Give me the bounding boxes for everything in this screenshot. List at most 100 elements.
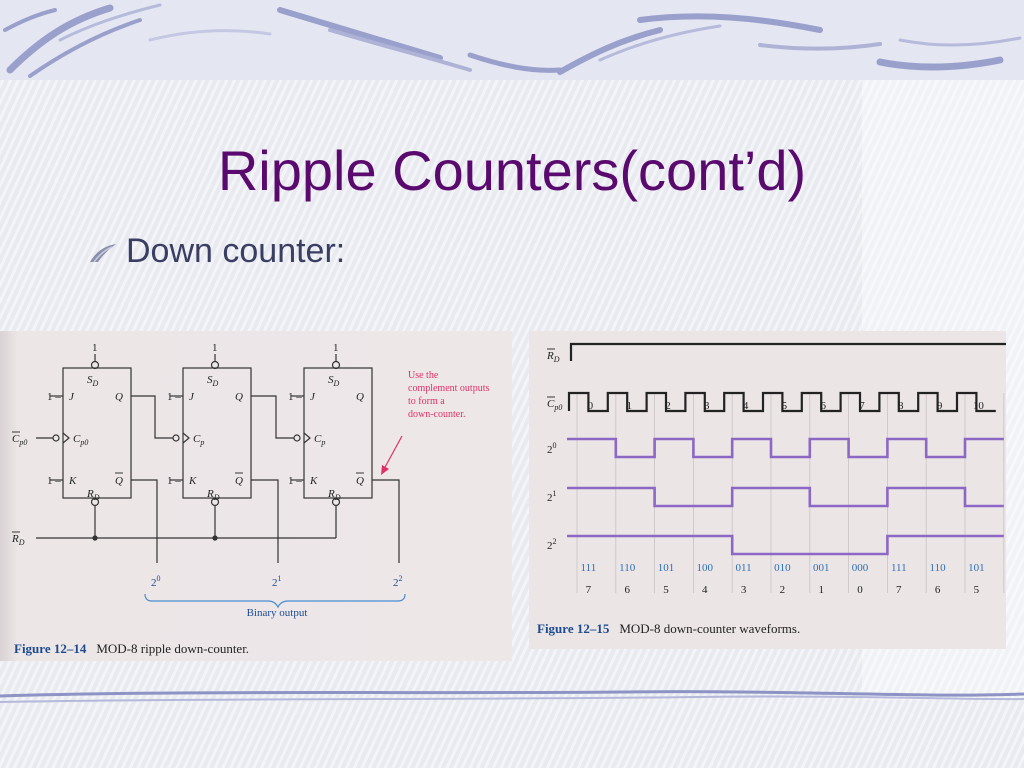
caption-number: Figure 12–14 [14, 641, 87, 656]
annotation-text: to form a [408, 396, 445, 407]
state-value: 4 [702, 584, 708, 596]
preset-level-label: 1 [92, 342, 98, 354]
output-waveform-q2 [567, 534, 1004, 556]
j-level-label: 1 – [288, 391, 302, 403]
pulse-number: 1 [626, 400, 632, 412]
k-level-label: 1 – [167, 475, 181, 487]
output-waveform-q1 [567, 486, 1004, 508]
reset-waveform [569, 342, 1016, 361]
state-value: 6 [624, 584, 630, 596]
preset-bubble [210, 360, 220, 370]
state-code: 101 [968, 562, 985, 574]
state-code: 110 [930, 562, 947, 574]
reset-bubble [331, 497, 341, 507]
signal-label: 21 [547, 489, 557, 504]
top-decoration [0, 0, 1024, 80]
signal-label: 20 [547, 441, 557, 456]
signal-label: 22 [547, 537, 557, 552]
k-label: K [188, 475, 197, 487]
pulse-number: 8 [898, 400, 904, 412]
j-label: J [69, 391, 75, 403]
qbar-label: Q [356, 475, 364, 487]
output-weight-label: 22 [393, 574, 403, 589]
j-level-label: 1 – [167, 391, 181, 403]
pulse-number: 4 [743, 400, 749, 412]
pulse-number: 0 [588, 400, 594, 412]
sd-label: SD [328, 374, 340, 388]
preset-level-label: 1 [333, 342, 339, 354]
q-label: Q [356, 391, 364, 403]
state-value: 5 [663, 584, 669, 596]
sd-label: SD [207, 374, 219, 388]
signal-label: RD [546, 350, 560, 364]
clock-bubble [52, 434, 60, 442]
figure-caption: Figure 12–14 MOD-8 ripple down-counter. [14, 641, 249, 657]
state-value: 3 [741, 584, 747, 596]
state-value: 1 [818, 584, 824, 596]
annotation-text: down-counter. [408, 409, 466, 420]
annotation-arrow [383, 435, 403, 470]
qbar-label: Q [115, 475, 123, 487]
pulse-number: 5 [782, 400, 788, 412]
annotation-text: Use the [408, 370, 439, 381]
qbar-label: Q [235, 475, 243, 487]
state-code: 001 [813, 562, 830, 574]
k-label: K [68, 475, 77, 487]
k-label: K [309, 475, 318, 487]
sd-label: SD [87, 374, 99, 388]
k-level-label: 1 – [288, 475, 302, 487]
slide-title: Ripple Counters(cont’d) [217, 139, 807, 202]
state-value: 6 [935, 584, 941, 596]
state-value: 0 [857, 584, 863, 596]
reset-input-label: RD [11, 533, 25, 547]
caption-number: Figure 12–15 [537, 621, 610, 636]
preset-level-label: 1 [212, 342, 218, 354]
binary-output-brace [144, 593, 406, 609]
q-label: Q [235, 391, 243, 403]
j-level-label: 1 – [47, 391, 61, 403]
clock-bubble [172, 434, 180, 442]
state-value: 2 [780, 584, 786, 596]
clock-pin-label: Cp0 [73, 433, 88, 447]
state-value: 7 [896, 584, 902, 596]
figure-caption: Figure 12–15 MOD-8 down-counter waveforms… [537, 621, 800, 637]
state-code: 110 [619, 562, 636, 574]
state-code: 011 [736, 562, 752, 574]
q-label: Q [115, 391, 123, 403]
preset-bubble [90, 360, 100, 370]
pulse-number: 9 [937, 400, 943, 412]
caption-text: MOD-8 ripple down-counter. [96, 641, 250, 656]
state-code: 101 [658, 562, 675, 574]
pulse-number: 10 [973, 400, 985, 412]
signal-label: Cp0 [547, 398, 562, 412]
state-code: 010 [774, 562, 791, 574]
pulse-number: 3 [704, 400, 710, 412]
bullet-text: Down counter: [126, 232, 346, 270]
output-weight-label: 20 [151, 574, 161, 589]
clock-waveform [567, 391, 996, 413]
j-label: J [189, 391, 195, 403]
state-code: 111 [891, 562, 907, 574]
clock-pin-label: Cp [193, 433, 204, 447]
clock-input-label: Cp0 [12, 433, 27, 447]
state-code: 000 [852, 562, 869, 574]
binary-output-label: Binary output [247, 607, 308, 619]
output-waveform-q0 [567, 437, 1004, 459]
reset-bubble [210, 497, 220, 507]
annotation-text: complement outputs [408, 383, 489, 394]
rd-label: RD [327, 488, 341, 502]
pulse-number: 7 [859, 400, 865, 412]
caption-text: MOD-8 down-counter waveforms. [619, 621, 801, 636]
ripple-down-counter-schematic: 1SD 1 – J Q 1 – K Q RD Cp0 1SD 1 – J Q 1 – K Q RD Cp 1SD 1 … [11, 342, 489, 619]
preset-bubble [331, 360, 341, 370]
state-value: 7 [586, 584, 592, 596]
k-level-label: 1 – [47, 475, 61, 487]
state-code: 111 [581, 562, 597, 574]
clock-bubble [293, 434, 301, 442]
pulse-number: 6 [820, 400, 826, 412]
bottom-decoration [0, 690, 1024, 703]
output-weight-label: 21 [272, 574, 282, 589]
